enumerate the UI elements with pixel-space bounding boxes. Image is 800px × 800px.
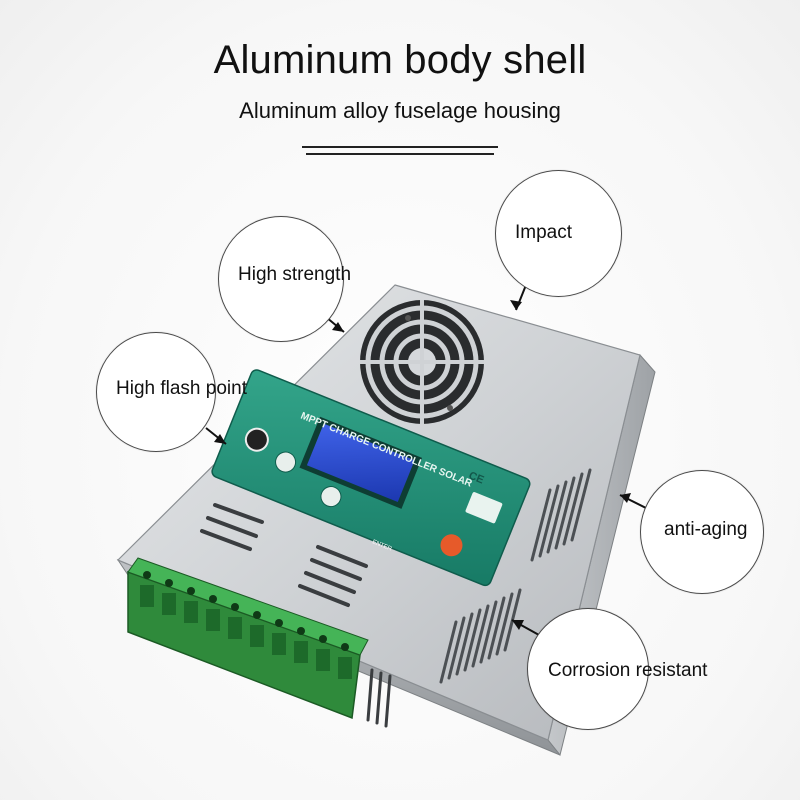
page-title: Aluminum body shell — [213, 38, 587, 82]
callout-bubble-anti-aging — [640, 470, 764, 594]
cooling-fan — [360, 300, 484, 424]
callout-high-flash-point-text: High flash point — [116, 378, 247, 399]
callout-bubble-impact — [495, 170, 622, 297]
callout-high-strength-text: High strength — [238, 264, 352, 285]
page-subtitle: Aluminum alloy fuselage housing — [239, 98, 561, 123]
callout-bubble-high-strength — [218, 216, 344, 342]
title-divider-line — [302, 146, 498, 148]
callout-impact-text: Impact — [515, 222, 573, 243]
callout-bubble-corrosion-resistant — [527, 608, 649, 730]
control-panel — [211, 369, 531, 587]
callout-corrosion-resistant-text: Corrosion resistant — [548, 660, 708, 681]
callout-anti-aging-text: anti-aging — [664, 519, 748, 540]
terminal-block — [127, 557, 369, 720]
callout-bubble-high-flash-point — [96, 332, 216, 452]
ce-mark-text: CE — [467, 470, 486, 487]
title-divider-line-2 — [306, 153, 494, 155]
